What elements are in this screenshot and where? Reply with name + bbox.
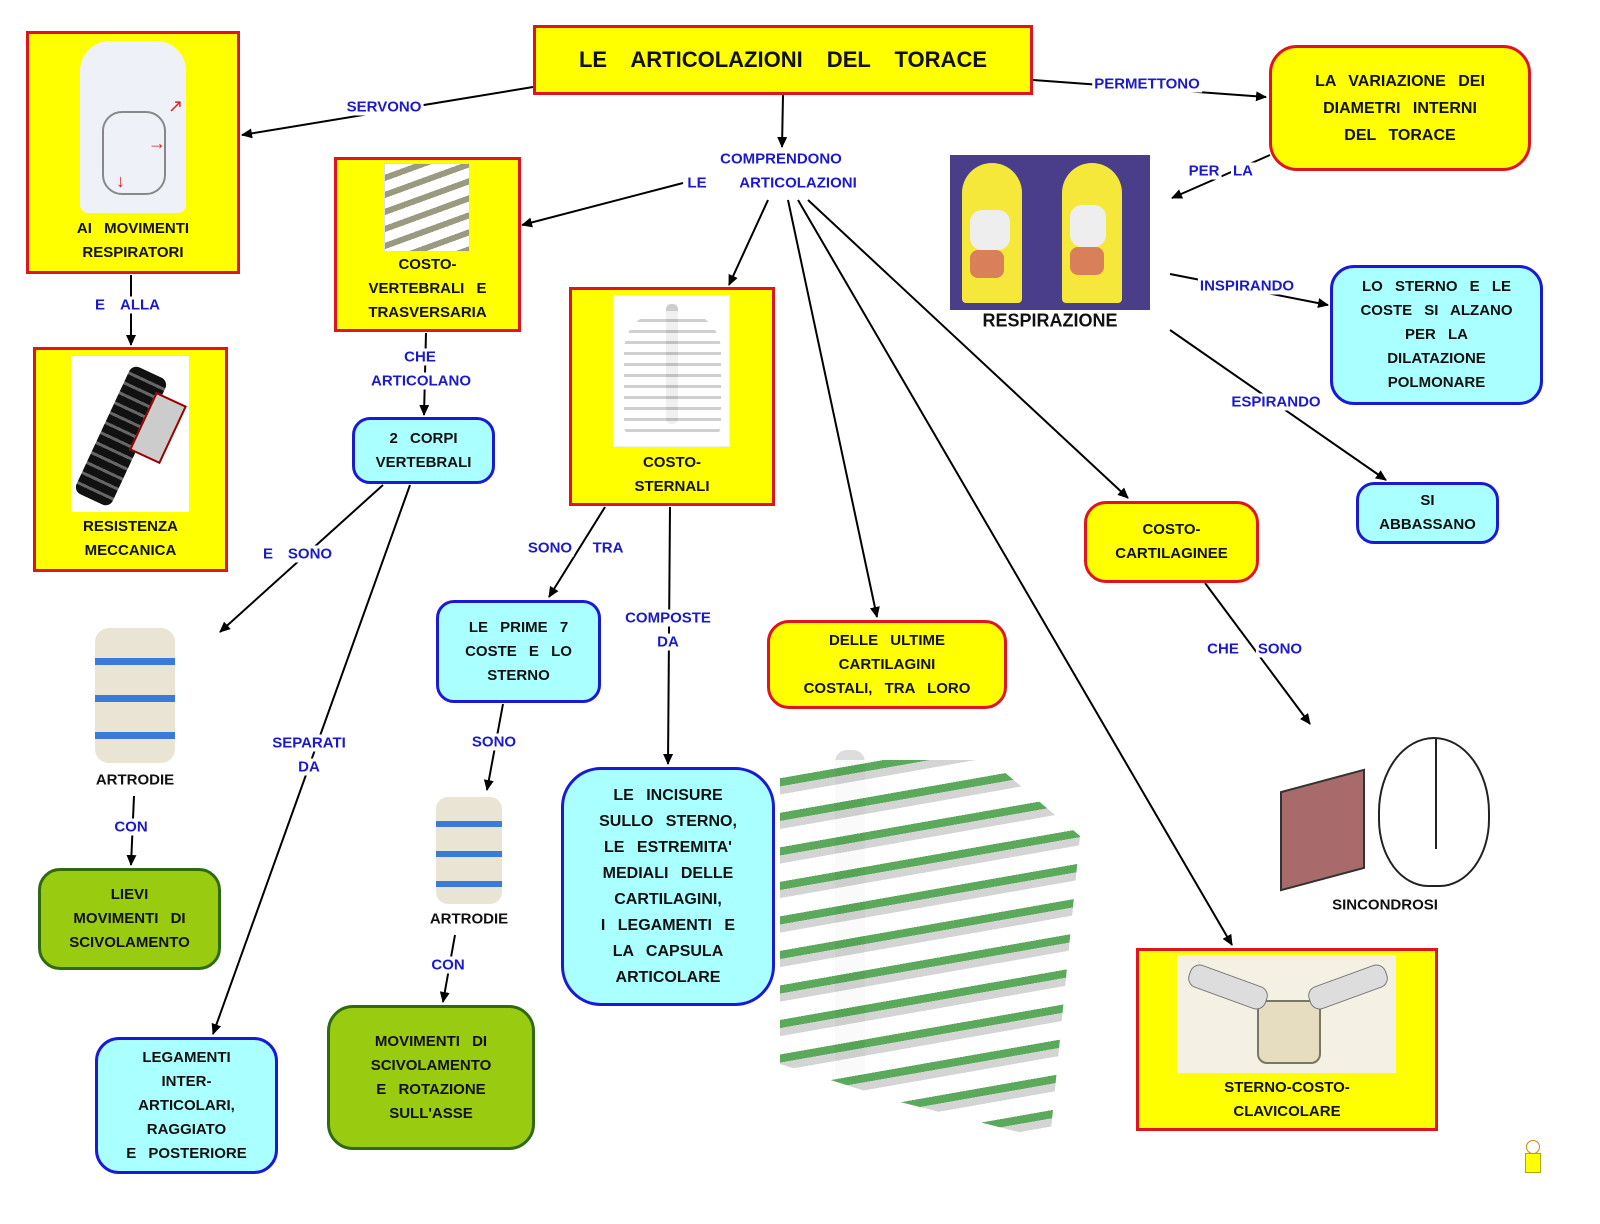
breathing-anatomy-image: ↗ → ↓	[80, 41, 186, 213]
edge-label-le: LE	[685, 174, 709, 192]
node-label: COSTO- VERTEBRALI E TRASVERSARIA	[368, 256, 487, 321]
node-label: STERNO-COSTO- CLAVICOLARE	[1224, 1079, 1350, 1120]
edge-label-per: PER	[1186, 162, 1222, 180]
node-prime-7-coste: LE PRIME 7 COSTE E LO STERNO	[436, 600, 601, 703]
node-label: RESISTENZA MECCANICA	[82, 518, 178, 559]
edge-label-alla: ALLA	[118, 296, 162, 314]
node-label: COSTO- STERNALI	[634, 454, 710, 495]
node-corpi-vertebrali: 2 CORPI VERTEBRALI	[352, 417, 495, 484]
mascot-icon	[1520, 1140, 1544, 1184]
edge-label-composte: COMPOSTE	[623, 609, 713, 627]
node-movimenti-respiratori: AI MOVIMENTI RESPIRATORI	[26, 31, 240, 274]
edge-label-e: E	[92, 296, 108, 314]
edge-label-separati: SEPARATI	[270, 734, 348, 752]
respiration-image	[950, 155, 1150, 310]
edge-label-con: CON	[429, 956, 467, 974]
edge-costo-cartilaginee	[807, 199, 1129, 499]
edge-comprendono	[777, 94, 788, 148]
caption-artrodie: ARTRODIE	[429, 910, 509, 928]
edge-sono-tra	[548, 506, 606, 598]
ribcage-cartilage-image	[780, 750, 1080, 1155]
edge-label-da: DA	[655, 633, 681, 651]
edge-label-servono: SERVONO	[344, 98, 424, 116]
node-scivolamento-rotazione: MOVIMENTI DI SCIVOLAMENTO E ROTAZIONE SU…	[327, 1005, 535, 1150]
edge-sterno-costo-clavicolare	[797, 199, 1233, 946]
sternoclavicular-joint-image	[1177, 955, 1396, 1073]
edge-label-articolano: ARTICOLANO	[369, 372, 473, 390]
node-ultime-cartilagini: DELLE ULTIME CARTILAGINI COSTALI, TRA LO…	[767, 620, 1007, 709]
caption-respirazione: RESPIRAZIONE	[982, 310, 1118, 331]
edge-label-sono: SONO	[285, 545, 335, 563]
edge-label-sono: SONO	[469, 733, 519, 751]
node-legamenti: LEGAMENTI INTER- ARTICOLARI, RAGGIATO E …	[95, 1037, 278, 1174]
caption-sincondrosi: SINCONDROSI	[1332, 896, 1438, 914]
node-variazione-diametri: LA VARIAZIONE DEI DIAMETRI INTERNI DEL T…	[1269, 45, 1531, 171]
node-incisure: LE INCISURE SULLO STERNO, LE ESTREMITA' …	[561, 767, 775, 1006]
shock-absorber-image	[71, 356, 189, 512]
sternum-ribs-image	[613, 295, 730, 447]
node-lievi-movimenti: LIEVI MOVIMENTI DI SCIVOLAMENTO	[38, 868, 221, 970]
edge-label-che: CHE	[1205, 640, 1241, 658]
edge-label-e: E	[260, 545, 276, 563]
edge-label-da: DA	[296, 758, 322, 776]
edge-label-la: LA	[1231, 162, 1255, 180]
edge-label-tra: TRA	[590, 539, 626, 557]
edge-costo-vertebrali	[521, 182, 684, 228]
node-sterno-coste-alzano: LO STERNO E LE COSTE SI ALZANO PER LA DI…	[1330, 265, 1543, 405]
page-title: LE ARTICOLAZIONI DEL TORACE	[533, 25, 1033, 95]
edge-label-articolazioni: ARTICOLAZIONI	[737, 174, 859, 192]
vertebrae-image	[95, 628, 175, 763]
costovertebral-joint-image	[384, 163, 470, 252]
edge-label-sono: SONO	[1255, 640, 1305, 658]
edge-ultime	[787, 199, 880, 618]
caption-artrodie: ARTRODIE	[95, 771, 175, 789]
edge-label-espirando: ESPIRANDO	[1229, 393, 1323, 411]
vertebrae-image	[436, 797, 502, 904]
edge-label-con: CON	[112, 818, 150, 836]
node-costo-cartilaginee: COSTO- CARTILAGINEE	[1084, 501, 1259, 583]
edge-costo-sternali	[728, 199, 769, 286]
edge-label-comprendono: COMPRENDONO	[718, 150, 844, 168]
edge-label-inspirando: INSPIRANDO	[1197, 277, 1297, 295]
node-label: AI MOVIMENTI RESPIRATORI	[76, 220, 190, 261]
edge-label-che: CHE	[402, 348, 438, 366]
node-si-abbassano: SI ABBASSANO	[1356, 482, 1499, 544]
skull-sutures-image	[1378, 737, 1490, 887]
edge-label-permettono: PERMETTONO	[1092, 75, 1202, 93]
edge-label-sono: SONO	[525, 539, 575, 557]
